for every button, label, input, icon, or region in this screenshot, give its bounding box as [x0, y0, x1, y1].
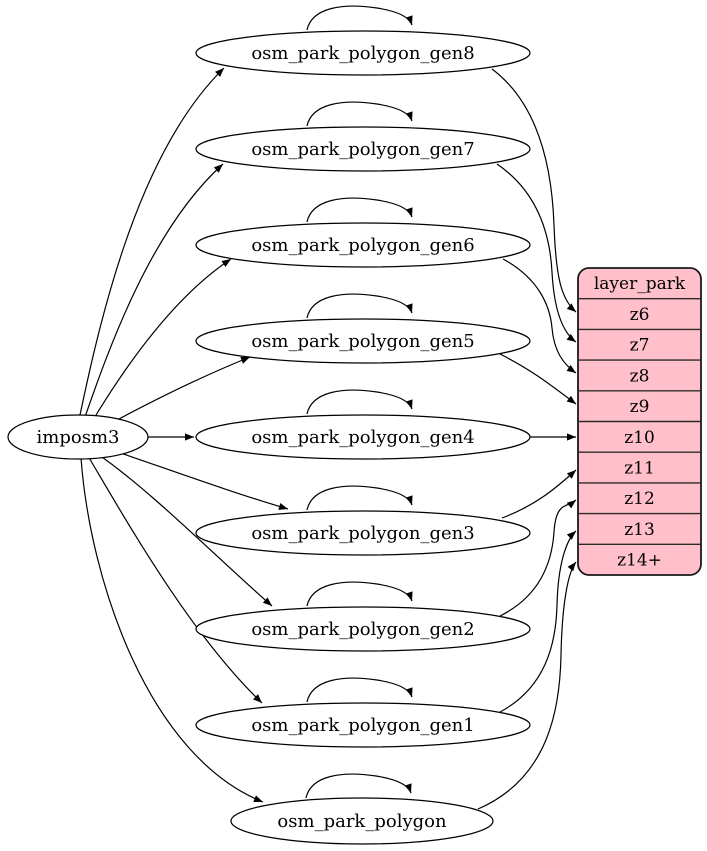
self-loop-gen6: [306, 197, 413, 223]
node-label-gen1: osm_park_polygon_gen1: [251, 715, 474, 736]
layer-row-z10: z10: [624, 428, 655, 448]
node-label-gen3: osm_park_polygon_gen3: [251, 523, 474, 544]
node-osm-park-polygon-gen7: [195, 126, 531, 172]
edge-imposm3-to-gen6: [92, 258, 232, 421]
edges-layer: [79, 5, 577, 810]
layer-row-z12: z12: [624, 489, 655, 509]
edge-gen1-to-z13: [499, 530, 577, 713]
node-label-gen8: osm_park_polygon_gen8: [251, 43, 474, 64]
self-loop-gen7: [306, 101, 413, 127]
edge-gen6-to-z8: [502, 258, 577, 374]
edge-gen7-to-z7: [496, 163, 577, 343]
node-imposm3: [7, 414, 149, 460]
edge-gen5-to-z9: [499, 353, 577, 405]
layer-row-z6: z6: [630, 305, 650, 325]
layer-row-z14plus: z14+: [617, 551, 662, 571]
node-label-gen6: osm_park_polygon_gen6: [251, 235, 474, 256]
node-osm-park-polygon-gen8: [195, 30, 531, 76]
edge-imposm3-to-gen7: [84, 163, 224, 418]
edge-imposm3-to-gen1: [87, 455, 263, 704]
self-loop-gen5: [306, 293, 413, 319]
layer-row-z13: z13: [624, 520, 655, 540]
edge-imposm3-to-gen5: [105, 356, 251, 427]
node-label-gen2: osm_park_polygon_gen2: [251, 619, 474, 640]
edge-imposm3-to-gen2: [95, 452, 273, 607]
edge-imposm3-to-gen8: [79, 67, 225, 416]
node-label-gen4: osm_park_polygon_gen4: [251, 427, 474, 448]
edge-imposm3-to-gen3: [105, 447, 289, 510]
layer-table-group: layer_park z6 z7 z8 z9 z10 z11 z12 z13 z…: [577, 267, 702, 576]
self-loop-gen4: [306, 389, 413, 415]
self-loop-polygon: [305, 773, 412, 799]
node-osm-park-polygon-gen2: [195, 606, 531, 652]
edge-gen2-to-z12: [499, 499, 577, 617]
node-osm-park-polygon-gen1: [195, 702, 531, 748]
node-label-imposm3: imposm3: [37, 427, 120, 448]
layer-row-z8: z8: [630, 366, 650, 386]
node-osm-park-polygon-gen6: [195, 222, 531, 268]
edge-imposm3-to-polygon: [80, 457, 264, 803]
layer-row-z11: z11: [624, 459, 655, 479]
edge-gen3-to-z11: [501, 469, 577, 519]
node-label-gen5: osm_park_polygon_gen5: [251, 331, 474, 352]
node-osm-park-polygon-gen5: [195, 318, 531, 364]
node-label-polygon: osm_park_polygon: [277, 811, 447, 832]
self-loop-gen2: [306, 581, 413, 607]
node-osm-park-polygon: [230, 797, 494, 845]
node-label-gen7: osm_park_polygon_gen7: [251, 139, 474, 160]
nodes-layer: imposm3 osm_park_polygon_gen8 osm_park_p…: [7, 30, 531, 845]
self-loop-gen8: [306, 5, 413, 31]
node-osm-park-polygon-gen3: [195, 510, 531, 556]
edge-gen8-to-z6: [491, 68, 577, 313]
self-loop-gen3: [306, 485, 413, 511]
self-loop-gen1: [306, 677, 413, 703]
layer-table-title: layer_park: [594, 274, 686, 294]
node-osm-park-polygon-gen4: [195, 414, 531, 460]
layer-row-z7: z7: [630, 336, 650, 356]
edge-polygon-to-z14plus: [477, 561, 577, 810]
layer-row-z9: z9: [630, 397, 650, 417]
